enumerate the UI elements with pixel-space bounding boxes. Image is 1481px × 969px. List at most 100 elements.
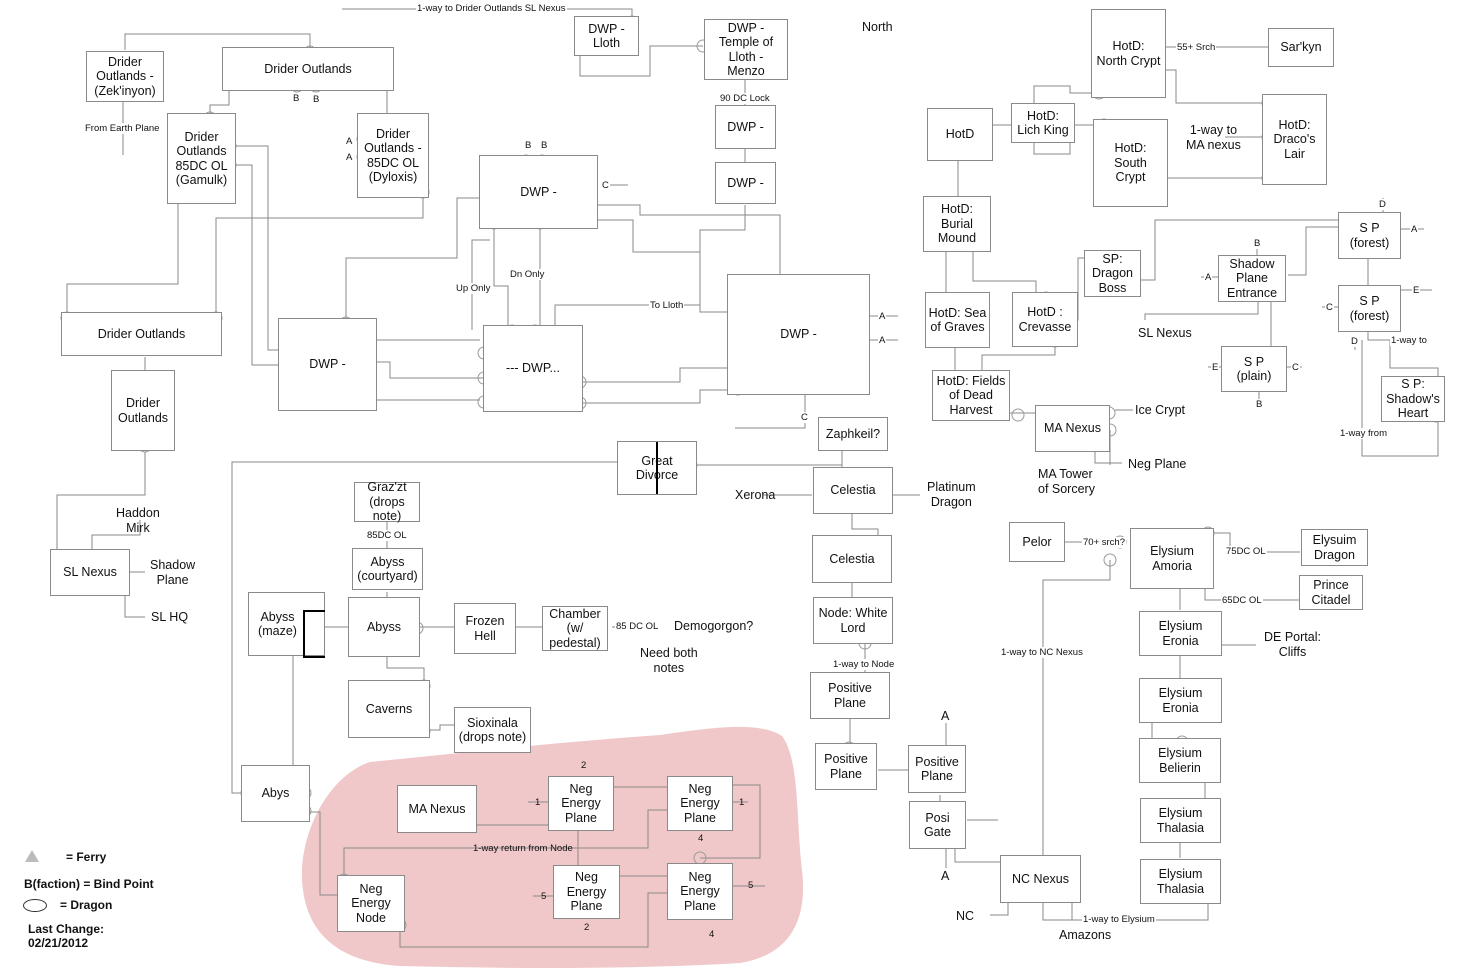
legend-dragon: = Dragon — [60, 898, 113, 912]
marker-b: B — [312, 94, 321, 105]
label-north: North — [862, 20, 893, 34]
marker-4: 4 — [709, 929, 715, 940]
marker-5: 5 — [748, 880, 754, 891]
node-sp-forest-1[interactable]: S P (forest) — [1338, 212, 1401, 259]
marker-c: C — [601, 180, 610, 191]
label-75dc-ol: 75DC OL — [1225, 546, 1267, 557]
node-neg-energy-node[interactable]: Neg Energy Node — [337, 875, 405, 932]
node-hotd-sea-of-graves[interactable]: HotD: Sea of Graves — [925, 292, 990, 348]
label-to-lloth: To Lloth — [649, 300, 685, 311]
connector-port — [1103, 553, 1117, 567]
label-ice-crypt: Ice Crypt — [1135, 403, 1186, 417]
node-hotd-burial-mound[interactable]: HotD: Burial Mound — [923, 196, 991, 252]
node-ma-nexus-low[interactable]: MA Nexus — [397, 785, 477, 833]
node-grazzt[interactable]: Graz'zt (drops note) — [354, 480, 420, 523]
node-elysium-eronia-2[interactable]: Elysium Eronia — [1139, 678, 1222, 723]
node-dwp-upper-mid[interactable]: DWP - — [479, 155, 598, 229]
marker-e: E — [1412, 285, 1421, 296]
node-drider-zekinyon[interactable]: Drider Outlands - (Zek'inyon) — [86, 51, 164, 102]
node-drider-outlands-mid[interactable]: Drider Outlands — [61, 312, 222, 356]
node-hotd-crevasse[interactable]: HotD : Crevasse — [1012, 292, 1078, 347]
node-chamber-pedestal[interactable]: Chamber (w/ pedestal) — [542, 606, 608, 651]
node-sp-forest-2[interactable]: S P (forest) — [1338, 285, 1401, 332]
marker-d: D — [1350, 336, 1359, 347]
label-70-srch: 70+ srch? — [1082, 537, 1126, 548]
node-abyss-maze[interactable]: Abyss (maze) — [248, 592, 325, 658]
node-sarkyn[interactable]: Sar'kyn — [1268, 28, 1334, 67]
node-neg-energy-plane-1[interactable]: Neg Energy Plane — [548, 776, 614, 831]
node-ma-nexus-top[interactable]: MA Nexus — [1035, 405, 1110, 452]
node-shadow-plane-entrance[interactable]: Shadow Plane Entrance — [1218, 255, 1286, 302]
node-node-white-lord[interactable]: Node: White Lord — [813, 597, 893, 644]
node-caverns[interactable]: Caverns — [348, 680, 430, 738]
node-positive-plane-2[interactable]: Positive Plane — [815, 743, 877, 790]
label-platinum-dragon: Platinum Dragon — [927, 480, 976, 509]
node-drider-outlands-top[interactable]: Drider Outlands — [222, 47, 394, 91]
node-dwp-center[interactable]: --- DWP... — [483, 325, 583, 412]
node-elysium-dragon[interactable]: Elysuim Dragon — [1301, 529, 1368, 566]
node-dwp-temple-menzo[interactable]: DWP - Temple of Lloth - Menzo — [704, 19, 788, 80]
marker-b: B — [1255, 399, 1264, 410]
node-drider-outlands-low[interactable]: Drider Outlands — [111, 370, 175, 451]
node-sp-dragon-boss[interactable]: SP: Dragon Boss — [1084, 250, 1141, 297]
label-shadow-plane: Shadow Plane — [150, 558, 196, 587]
node-abyss-courtyard[interactable]: Abyss (courtyard) — [352, 548, 423, 590]
node-elysium-belierin[interactable]: Elysium Belierin — [1139, 738, 1221, 783]
marker-a: A — [1410, 224, 1419, 235]
abyss-maze-label: Abyss (maze) — [258, 609, 297, 639]
node-sp-shadows-heart[interactable]: S P: Shadow's Heart — [1381, 376, 1445, 422]
node-zaphkeil[interactable]: Zaphkeil? — [818, 417, 888, 451]
node-dwp-left[interactable]: DWP - — [278, 318, 377, 411]
node-elysium-thalasia-2[interactable]: Elysium Thalasia — [1140, 859, 1221, 904]
node-drider-dyloxis[interactable]: Drider Outlands - 85DC OL (Dyloxis) — [357, 113, 429, 198]
node-abyss[interactable]: Abyss — [348, 597, 420, 657]
node-dwp-right[interactable]: DWP - — [727, 274, 870, 395]
marker-a: A — [345, 152, 354, 163]
marker-e: E — [1211, 362, 1220, 373]
node-hotd[interactable]: HotD — [927, 108, 993, 161]
label-oneway-elysium: 1-way to Elysium — [1082, 914, 1156, 925]
node-sioxinala[interactable]: Sioxinala (drops note) — [454, 707, 531, 753]
label-oneway-ma-nexus: 1-way to MA nexus — [1186, 123, 1241, 152]
marker-1: 1 — [739, 797, 745, 808]
node-hotd-south-crypt[interactable]: HotD: South Crypt — [1093, 119, 1168, 207]
node-nc-nexus[interactable]: NC Nexus — [1000, 855, 1081, 903]
node-sp-plain[interactable]: S P (plain) — [1221, 346, 1287, 392]
node-frozen-hell[interactable]: Frozen Hell — [454, 603, 516, 654]
node-dwp-lock[interactable]: DWP - — [715, 105, 776, 149]
node-neg-energy-plane-2[interactable]: Neg Energy Plane — [667, 776, 733, 831]
label-nc: NC — [956, 909, 975, 923]
legend-last-change: Last Change: 02/21/2012 — [28, 922, 105, 950]
node-hotd-lich-king[interactable]: HotD: Lich King — [1011, 103, 1075, 143]
label-demogorgon: Demogorgon? — [674, 619, 754, 633]
node-dwp-lloth[interactable]: DWP - Lloth — [574, 16, 639, 56]
node-posi-gate[interactable]: Posi Gate — [909, 801, 966, 849]
dragon-ellipse-icon — [23, 899, 47, 912]
node-hotd-north-crypt[interactable]: HotD: North Crypt — [1091, 9, 1166, 98]
label-amazons: Amazons — [1059, 928, 1112, 942]
node-hotd-fields[interactable]: HotD: Fields of Dead Harvest — [932, 370, 1010, 421]
node-drider-gamulk[interactable]: Drider Outlands 85DC OL (Gamulk) — [167, 113, 236, 204]
node-positive-plane-3[interactable]: Positive Plane — [908, 745, 966, 793]
node-celestia-2[interactable]: Celestia — [812, 535, 892, 583]
marker-b: B — [292, 93, 301, 104]
node-dwp-lower[interactable]: DWP - — [715, 162, 776, 204]
label-ma-tower: MA Tower of Sorcery — [1038, 467, 1095, 496]
maze-wall — [303, 610, 325, 658]
node-abyss-low[interactable]: Abys — [241, 765, 310, 822]
node-neg-energy-plane-4[interactable]: Neg Energy Plane — [667, 863, 733, 920]
node-sl-nexus[interactable]: SL Nexus — [50, 549, 130, 596]
marker-1: 1 — [535, 797, 541, 808]
node-pelor[interactable]: Pelor — [1009, 522, 1065, 562]
node-prince-citadel[interactable]: Prince Citadel — [1299, 575, 1363, 610]
node-hotd-dracos-lair[interactable]: HotD: Draco's Lair — [1262, 94, 1327, 185]
node-celestia-1[interactable]: Celestia — [813, 467, 893, 514]
node-elysium-amoria[interactable]: Elysium Amoria — [1130, 528, 1214, 589]
node-neg-energy-plane-3[interactable]: Neg Energy Plane — [553, 865, 620, 919]
label-90dc-lock: 90 DC Lock — [719, 93, 771, 104]
node-elysium-thalasia-1[interactable]: Elysium Thalasia — [1140, 798, 1221, 843]
node-elysium-eronia-1[interactable]: Elysium Eronia — [1139, 611, 1222, 656]
node-great-divorce[interactable]: Great Divorce — [617, 441, 697, 495]
node-positive-plane-1[interactable]: Positive Plane — [810, 672, 890, 719]
label-85dc-ol-chamber: 85 DC OL — [615, 621, 660, 632]
